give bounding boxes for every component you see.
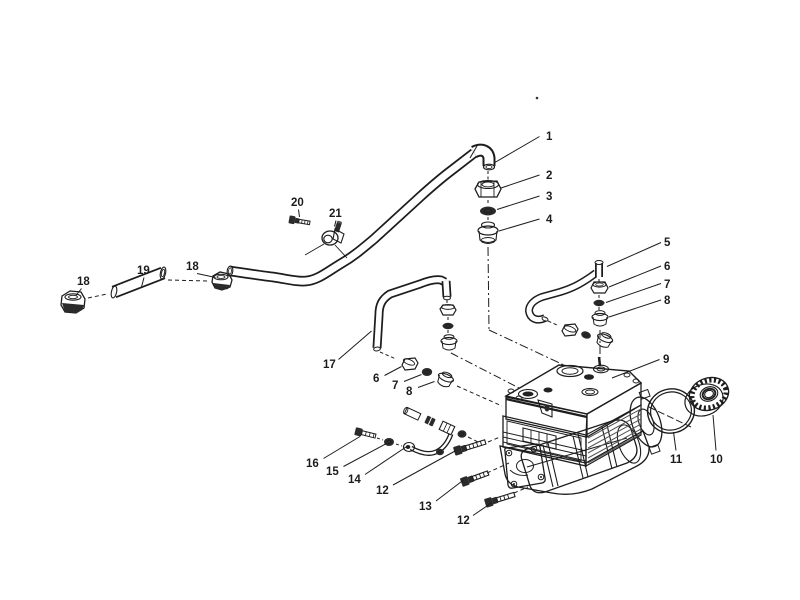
callout-21: 21 xyxy=(329,208,342,227)
callout-label: 18 xyxy=(186,261,199,273)
callout-label: 19 xyxy=(137,265,150,277)
callout-12-upper: 12 xyxy=(376,450,457,497)
bolt-12-upper xyxy=(453,439,487,456)
callout-label: 13 xyxy=(419,501,432,513)
callout-2: 2 xyxy=(500,170,552,189)
elbow-fitting-1 xyxy=(469,143,496,171)
callout-7-mid: 7 xyxy=(392,374,422,392)
callout-label: 10 xyxy=(710,454,723,466)
callouts: 1 2 3 4 5 6 7 8 xyxy=(75,131,723,527)
bolt-13 xyxy=(460,470,490,487)
callout-6: 6 xyxy=(608,261,670,288)
fitting-4 xyxy=(477,221,499,244)
seal-washer-3 xyxy=(480,206,496,216)
callout-3: 3 xyxy=(496,191,552,210)
callout-20: 20 xyxy=(291,197,304,218)
callout-6-mid: 6 xyxy=(373,366,402,385)
callout-label: 4 xyxy=(546,214,553,226)
callout-label: 1 xyxy=(546,131,553,143)
fitting-set-under-pipe-5 xyxy=(547,320,614,348)
hose-19 xyxy=(110,266,167,299)
fitting-8 xyxy=(591,310,609,327)
callout-13: 13 xyxy=(419,479,464,513)
reference-dot xyxy=(535,96,539,100)
callout-label: 11 xyxy=(670,454,683,466)
callout-label: 5 xyxy=(664,237,671,249)
bolt-12-lower xyxy=(484,491,516,508)
main-pipe xyxy=(226,143,496,287)
callout-label: 9 xyxy=(663,354,669,366)
callout-15: 15 xyxy=(326,443,387,478)
o-ring-11 xyxy=(646,388,696,434)
callout-label: 18 xyxy=(77,276,90,288)
callout-label: 8 xyxy=(406,386,413,398)
washer-15 xyxy=(384,438,394,446)
callout-label: 14 xyxy=(348,474,361,486)
callout-8-mid: 8 xyxy=(406,381,435,398)
callout-label: 17 xyxy=(323,359,336,371)
callout-8: 8 xyxy=(608,295,671,318)
callout-label: 20 xyxy=(291,197,304,209)
callout-11: 11 xyxy=(670,431,683,466)
nut-6 xyxy=(590,281,609,294)
fitting-set-6-7-8-mid xyxy=(379,351,503,407)
callout-9: 9 xyxy=(611,354,669,379)
callout-label: 21 xyxy=(329,208,342,220)
washer-7 xyxy=(593,299,605,307)
fitting-stack-6-7-8-right xyxy=(590,279,609,362)
callout-5: 5 xyxy=(606,237,671,267)
callout-label: 7 xyxy=(664,279,670,291)
fitting-stack-under-17 xyxy=(439,300,522,390)
callout-4: 4 xyxy=(498,214,553,232)
nut-2 xyxy=(474,179,502,198)
callout-17: 17 xyxy=(323,330,372,371)
pipe-5 xyxy=(525,260,604,324)
callout-18-left: 18 xyxy=(75,276,90,296)
gear-10 xyxy=(684,376,730,417)
callout-1: 1 xyxy=(493,131,553,164)
bolt-16 xyxy=(354,427,377,439)
clamp-21 xyxy=(304,220,348,259)
oil-line-14 xyxy=(402,406,481,456)
callout-7: 7 xyxy=(605,279,670,303)
callout-14: 14 xyxy=(348,446,407,486)
callout-label: 2 xyxy=(546,170,552,182)
nut-18-right xyxy=(211,271,233,291)
callout-label: 6 xyxy=(664,261,670,273)
callout-label: 15 xyxy=(326,466,339,478)
callout-18-right: 18 xyxy=(186,261,216,278)
callout-10: 10 xyxy=(710,414,723,466)
callout-label: 8 xyxy=(664,295,671,307)
compressor-body-9 xyxy=(499,356,663,495)
hose-19-group xyxy=(60,266,233,314)
callout-label: 12 xyxy=(376,485,389,497)
callout-label: 6 xyxy=(373,373,379,385)
callout-12-lower: 12 xyxy=(457,502,493,527)
callout-16: 16 xyxy=(306,436,361,470)
callout-label: 7 xyxy=(392,380,398,392)
nut-18-left xyxy=(60,290,86,314)
front-cover xyxy=(504,443,546,489)
callout-label: 12 xyxy=(457,515,470,527)
callout-label: 3 xyxy=(546,191,552,203)
pipe-17 xyxy=(372,275,452,352)
callout-19: 19 xyxy=(137,265,150,288)
callout-label: 16 xyxy=(306,458,319,470)
fitting-stack-2-3-4 xyxy=(474,171,567,367)
bolt-20 xyxy=(288,215,311,226)
